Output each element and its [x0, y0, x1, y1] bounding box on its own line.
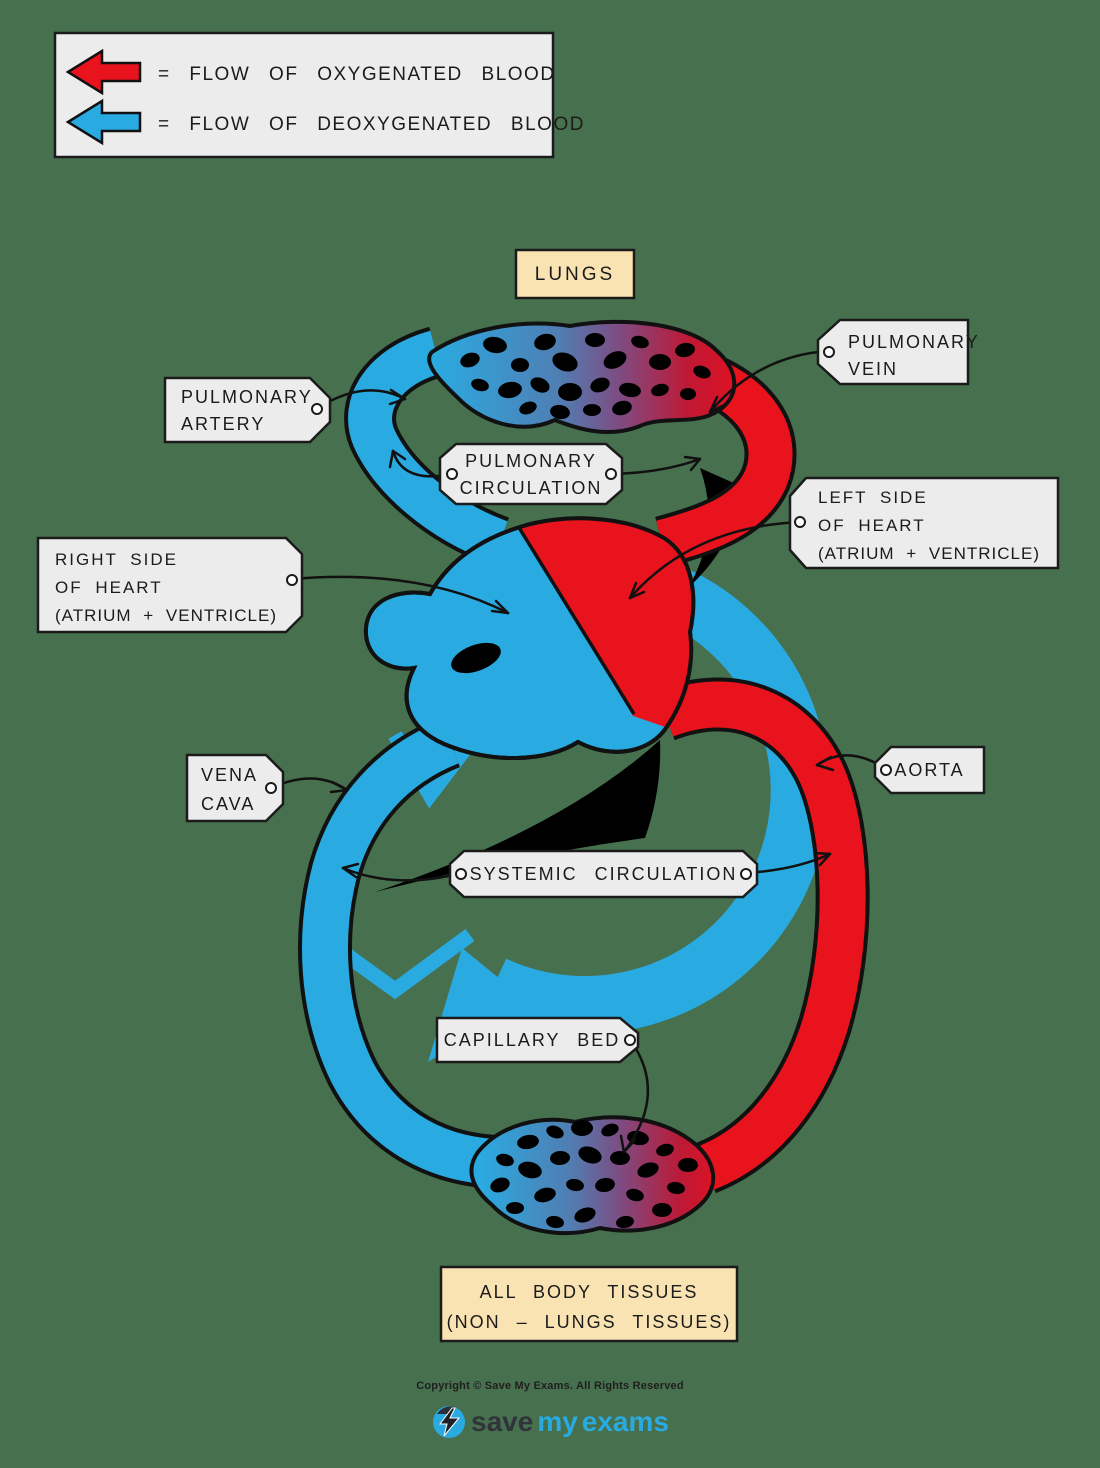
capillary-bed-label: CAPILLARY BED [443, 1029, 621, 1050]
systemic-circulation-label: SYSTEMIC CIRCULATION [469, 863, 738, 884]
pulmonary-vein-tag [816, 318, 970, 386]
vena-cava-band [302, 720, 497, 1185]
lungs-box [514, 248, 636, 300]
right-heart-tag [36, 536, 304, 634]
heart-septum-line [516, 525, 636, 715]
pulmonary-circulation-tag [438, 442, 624, 506]
pulmonary-vein-band [656, 351, 793, 564]
capillary-bed-tag [435, 1016, 640, 1064]
body-capillary-holes [490, 1120, 698, 1229]
pulmonary-artery-tag [163, 376, 332, 444]
connector-arrows [269, 349, 888, 1154]
left-heart-label: LEFT SIDE OF HEART (ATRIUM + VENTRICLE) [818, 488, 1041, 563]
tag-plates [36, 31, 1060, 1343]
heart-valve-shadow [451, 642, 501, 674]
aorta-label: AORTA [894, 759, 965, 780]
deoxygenated-arrow-icon [65, 98, 142, 146]
vena-cava-tag [185, 753, 285, 823]
legend-deoxygenated-label: = FLOW OF DEOXYGENATED BLOOD [158, 114, 585, 135]
aorta-tag [873, 745, 986, 795]
body-tissues-label: ALL BODY TISSUES (NON – LUNGS TISSUES) [446, 1282, 732, 1332]
tag-dots [265, 346, 892, 1046]
logo-word-exams: exams [581, 1406, 669, 1437]
legend-box [53, 31, 555, 159]
lungs-label: LUNGS [534, 263, 616, 285]
copyright-text: Copyright © Save My Exams. All Rights Re… [416, 1380, 684, 1392]
legend-arrows [65, 48, 142, 146]
logo-bolt-icon [433, 1406, 466, 1438]
lung-capillary-bed [427, 319, 737, 434]
aorta-band [656, 681, 866, 1190]
lung-capillary-holes [460, 333, 711, 420]
logo-word-my: my [537, 1406, 578, 1437]
systemic-loop [298, 677, 870, 1235]
systemic-circulation-tag [448, 849, 759, 899]
right-heart-label: RIGHT SIDE OF HEART (ATRIUM + VENTRICLE) [55, 550, 278, 625]
pulmonary-artery-label: PULMONARY ARTERY [181, 387, 313, 434]
pulmonary-circulation-label: PULMONARY CIRCULATION [459, 451, 603, 498]
pulmonary-artery-band [348, 330, 508, 563]
logo-word-save: save [471, 1406, 534, 1437]
pulmonary-loop [344, 319, 797, 568]
left-heart-tag [788, 476, 1060, 570]
vena-cava-label: VENA CAVA [201, 765, 259, 814]
pulmonary-vein-label: PULMONARY VEIN [848, 332, 980, 379]
legend-oxygenated-label: = FLOW OF OXYGENATED BLOOD [158, 64, 556, 85]
heart [363, 516, 696, 760]
oxygenated-arrow-icon [65, 48, 142, 96]
body-tissues-box [439, 1265, 739, 1343]
